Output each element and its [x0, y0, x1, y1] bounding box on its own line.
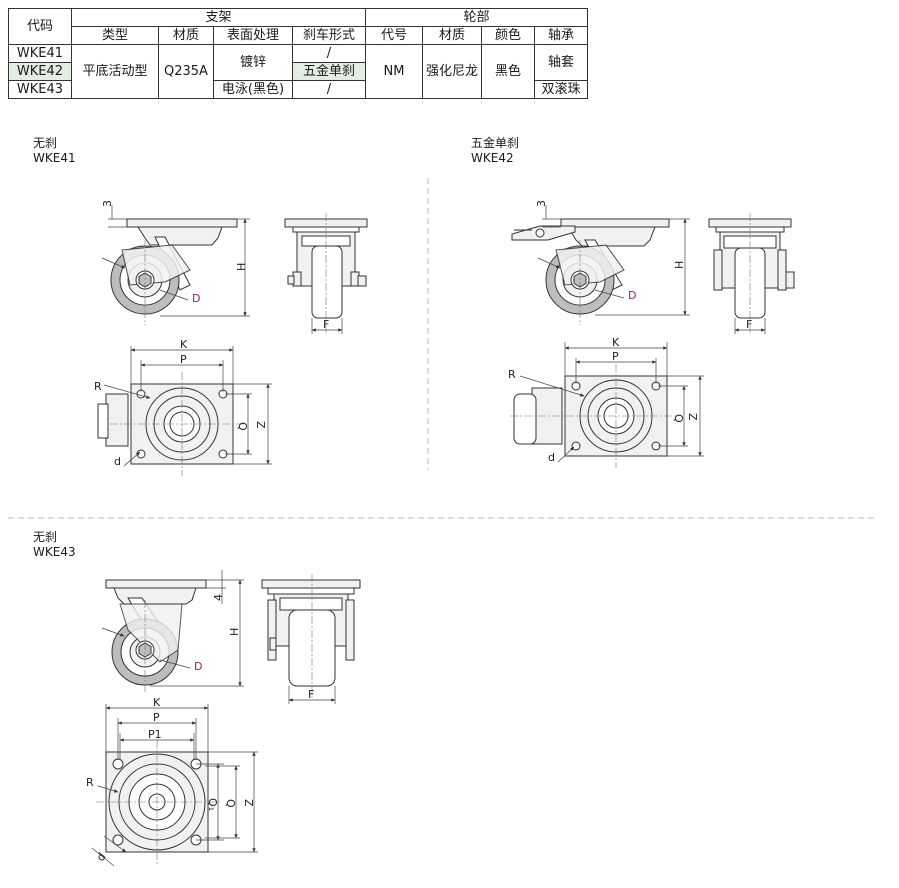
caption-brake: 五金单刹: [471, 136, 520, 150]
dim-3: 3: [535, 200, 548, 207]
wke41-side-view: H 3 D: [101, 200, 250, 325]
col-wheel-color: 颜色: [481, 26, 536, 45]
wke43-top-view: K P P1 Q₁ Q Z R d: [86, 696, 258, 867]
code-wke42: WKE42: [8, 62, 72, 81]
col-surface: 表面处理: [213, 26, 293, 45]
dim-P: P: [153, 711, 160, 724]
dim-Q: Q: [224, 799, 237, 808]
dim-d: d: [114, 455, 121, 468]
dim-K: K: [180, 338, 188, 351]
dim-K: K: [153, 696, 161, 709]
dim-H: H: [235, 263, 248, 271]
brake-wke42: 五金单刹: [292, 62, 366, 81]
dim-Z: Z: [686, 413, 699, 421]
bracket-material-cell: Q235A: [158, 44, 214, 99]
wke42-side-view: H 3 D: [511, 200, 690, 325]
dim-R: R: [86, 776, 94, 789]
caption-code: WKE43: [33, 545, 76, 559]
dim-4: 4: [212, 594, 225, 601]
wke43-front-view: F: [261, 574, 361, 704]
dim-H: H: [673, 261, 686, 269]
col-bearing: 轴承: [534, 26, 589, 45]
dim-3: 3: [101, 200, 114, 207]
dim-F: F: [746, 318, 752, 331]
dim-P: P: [180, 353, 187, 366]
dim-D: D: [628, 289, 636, 302]
caption-wke43: 无刹 WKE43: [33, 530, 76, 560]
wheel-material-cell: 强化尼龙: [421, 44, 483, 99]
caption-wke41: 无刹 WKE41: [33, 136, 76, 166]
caption-wke42: 五金单刹 WKE42: [471, 136, 519, 166]
dim-P: P: [612, 350, 619, 363]
caption-brake: 无刹: [33, 530, 58, 544]
dim-P1: P1: [148, 728, 162, 741]
dim-F: F: [308, 688, 314, 701]
wke41-top-view: K P Q Z R d: [94, 338, 272, 476]
surface-ed-cell: 电泳(黑色): [213, 80, 293, 99]
brake-wke43: /: [292, 80, 366, 99]
wke42-top-view: K P Q Z R d: [508, 336, 704, 468]
dim-Q: Q: [672, 414, 685, 423]
dim-Z: Z: [242, 799, 255, 807]
wheel-color-cell: 黑色: [481, 44, 536, 99]
wke41-front-view: F: [284, 213, 368, 335]
dim-K: K: [612, 336, 620, 349]
dim-d: d: [548, 451, 555, 464]
caption-code: WKE41: [33, 151, 76, 165]
dim-R: R: [94, 380, 102, 393]
caption-code: WKE42: [471, 151, 514, 165]
dim-Q: Q: [236, 422, 249, 431]
wke43-side-view: 4 H D: [101, 570, 244, 694]
col-bracket-material: 材质: [158, 26, 214, 45]
dim-D: D: [194, 660, 202, 673]
wke42-front-view: F: [708, 213, 795, 335]
code-header: 代码: [8, 8, 72, 45]
spec-table: 代码 支架 轮部 类型 材质 表面处理 刹车形式 代号 材质 颜色 轴承 WKE…: [8, 8, 589, 99]
wheel-code-cell: NM: [365, 44, 423, 99]
dim-F: F: [323, 318, 329, 331]
caption-brake: 无刹: [33, 136, 58, 150]
dim-Q1: Q₁: [206, 798, 219, 811]
dim-D: D: [192, 292, 200, 305]
bearing-ball-cell: 双滚珠: [534, 80, 589, 99]
dim-R: R: [508, 368, 516, 381]
dim-H: H: [228, 628, 241, 636]
type-cell: 平底活动型: [71, 44, 159, 99]
dim-Z: Z: [254, 421, 267, 429]
code-wke43: WKE43: [8, 80, 72, 99]
